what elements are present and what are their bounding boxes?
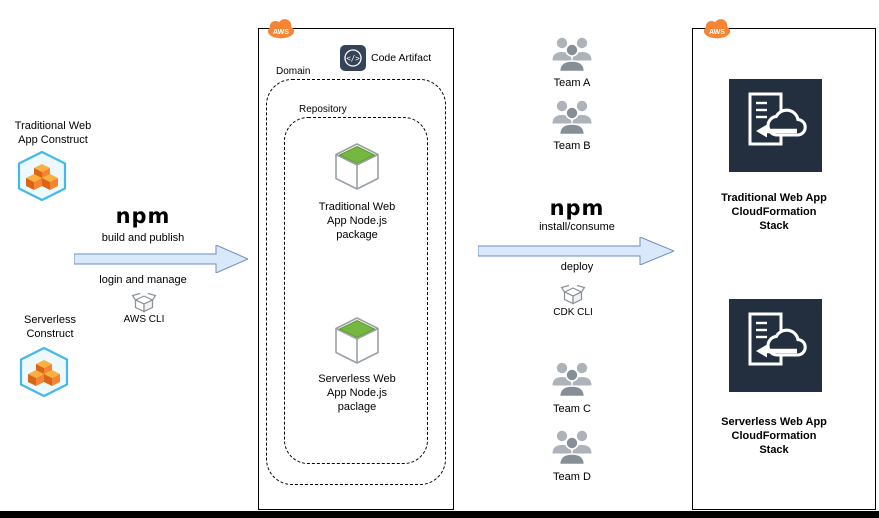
cloudformation-stack-icon bbox=[729, 299, 822, 392]
team-c-label: Team C bbox=[553, 403, 591, 415]
npm-logo: npm bbox=[115, 204, 171, 228]
build-publish-arrow-icon bbox=[74, 245, 248, 273]
team-users-icon bbox=[550, 35, 594, 73]
aws-badge-label: AWS bbox=[273, 29, 289, 36]
serverless-stack-label: Serverless Web App CloudFormation Stack bbox=[721, 416, 827, 456]
svg-text:</>: </> bbox=[346, 54, 360, 63]
npm-logo: npm bbox=[549, 196, 605, 220]
team-users-icon bbox=[550, 98, 594, 136]
team-users-icon bbox=[550, 360, 594, 398]
cloudformation-stack-icon bbox=[729, 79, 822, 172]
login-and-manage-label: login and manage bbox=[99, 274, 187, 286]
codeartifact-title: Code Artifact bbox=[371, 52, 432, 64]
serverless-package-label: Serverless Web App Node.js paclage bbox=[318, 373, 396, 413]
team-d-label: Team D bbox=[553, 471, 591, 483]
domain-label: Domain bbox=[276, 66, 311, 77]
traditional-package-label: Traditional Web App Node.js package bbox=[318, 201, 396, 241]
domain-boundary bbox=[266, 79, 446, 485]
install-deploy-arrow-icon bbox=[478, 237, 674, 265]
codeartifact-box bbox=[258, 28, 454, 510]
deploy-label: deploy bbox=[560, 261, 594, 273]
npm-package-icon bbox=[331, 141, 383, 193]
aws-cli-icon bbox=[131, 289, 157, 315]
repository-boundary bbox=[284, 117, 428, 464]
traditional-construct-label: Traditional Web App Construct bbox=[14, 120, 92, 146]
team-users-icon bbox=[550, 428, 594, 466]
aws-cloud-badge-icon: AWS bbox=[702, 18, 732, 39]
team-a-label: Team A bbox=[553, 77, 591, 89]
cdk-construct-icon bbox=[16, 150, 68, 202]
cdk-construct-icon bbox=[18, 346, 70, 398]
window-bottom-edge bbox=[0, 511, 879, 518]
install-consume-label: install/consume bbox=[539, 221, 615, 233]
repository-label: Repository bbox=[299, 104, 347, 115]
npm-package-icon bbox=[331, 315, 383, 367]
team-b-label: Team B bbox=[553, 140, 591, 152]
cdk-cli-label: CDK CLI bbox=[553, 307, 593, 318]
codeartifact-icon: </> bbox=[340, 45, 366, 71]
aws-cli-label: AWS CLI bbox=[123, 314, 165, 325]
aws-cloud-badge-icon: AWS bbox=[266, 18, 296, 39]
aws-badge-label: AWS bbox=[709, 29, 725, 36]
build-and-publish-label: build and publish bbox=[101, 232, 185, 244]
cdk-cli-icon bbox=[560, 281, 586, 307]
serverless-construct-label: Serverless Construct bbox=[24, 314, 76, 340]
traditional-stack-label: Traditional Web App CloudFormation Stack bbox=[721, 192, 827, 232]
